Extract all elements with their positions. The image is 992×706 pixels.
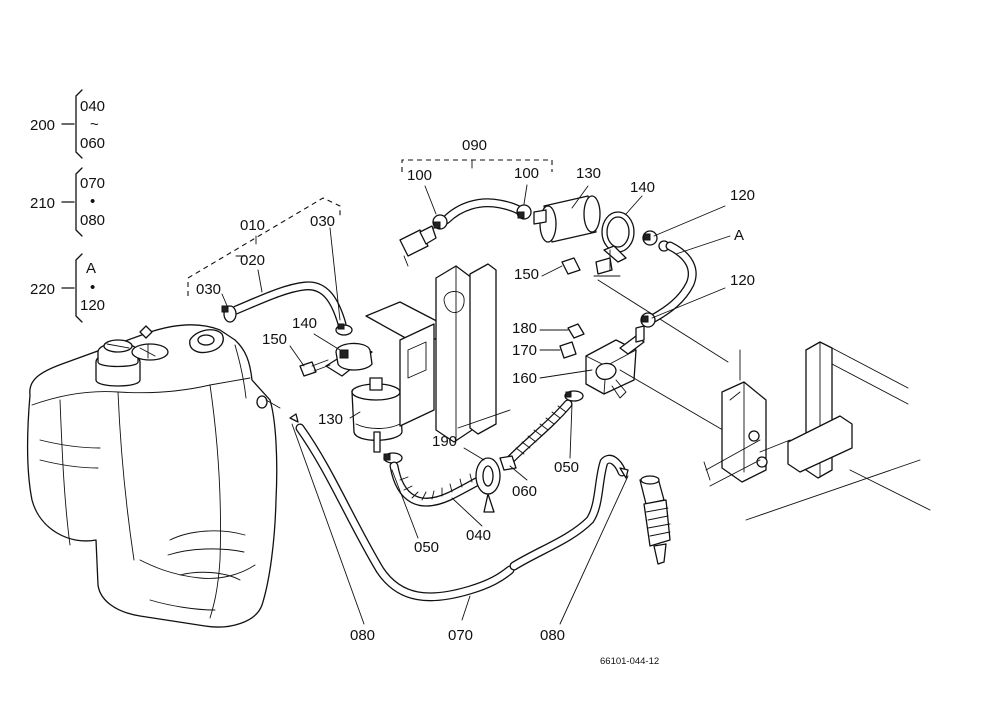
callout-100-left: 100 — [407, 167, 432, 184]
bolt-150-upper — [561, 257, 581, 275]
frame-right — [703, 341, 931, 521]
callout-140-upper: 140 — [630, 179, 655, 196]
fuel-filter-130-upper — [533, 195, 601, 243]
legend-210-last: 080 — [80, 212, 105, 229]
callout-190: 190 — [432, 433, 457, 450]
leader-lines — [221, 184, 731, 625]
callout-labels: 010 020 030 030 090 100 100 130 140 120 … — [196, 137, 755, 667]
legend-220-last: 120 — [80, 297, 105, 314]
legend-210-label: 210 — [30, 195, 55, 212]
callout-070: 070 — [448, 627, 473, 644]
injection-nozzle — [639, 475, 671, 565]
legend-200-label: 200 — [30, 117, 55, 134]
fuel-hose-060-corrugated — [499, 390, 584, 471]
callout-140-lower: 140 — [292, 315, 317, 332]
fitting-left-top — [399, 225, 437, 267]
callout-150-upper: 150 — [514, 266, 539, 283]
fuel-tank — [26, 324, 278, 628]
fitting-170 — [559, 341, 577, 359]
hose-clamp-100-right — [516, 204, 532, 220]
legend-210-sep: • — [90, 193, 95, 210]
callout-080-right: 080 — [540, 627, 565, 644]
legend-220-first: A — [86, 260, 96, 277]
drawing-number: 66101-044-12 — [600, 656, 659, 667]
clamp-030-left — [221, 305, 237, 323]
callout-020: 020 — [240, 252, 265, 269]
legend-210-first: 070 — [80, 175, 105, 192]
legend-200-first: 040 — [80, 98, 105, 115]
hose-clamp-100-left — [432, 214, 448, 230]
fitting-180 — [567, 323, 585, 339]
callout-090: 090 — [462, 137, 487, 154]
legend-220-label: 220 — [30, 281, 55, 298]
callout-100-right: 100 — [514, 165, 539, 182]
clamp-050-lower — [383, 452, 403, 464]
callout-010: 010 — [240, 217, 265, 234]
callout-050-right: 050 — [554, 459, 579, 476]
callout-180: 180 — [512, 320, 537, 337]
callout-130-lower: 130 — [318, 411, 343, 428]
fuel-filter-130-lower — [325, 342, 403, 453]
callout-160: 160 — [512, 370, 537, 387]
callout-060: 060 — [512, 483, 537, 500]
grommet-190 — [475, 457, 501, 513]
callout-170: 170 — [512, 342, 537, 359]
legend-200-last: 060 — [80, 135, 105, 152]
callout-050-left: 050 — [414, 539, 439, 556]
callout-120-lower: 120 — [730, 272, 755, 289]
bolt-150-lower — [299, 359, 331, 377]
callout-130-upper: 130 — [576, 165, 601, 182]
callout-030-left: 030 — [196, 281, 221, 298]
group-090-bracket — [401, 159, 553, 172]
legend-group-210: 210 070 • 080 — [30, 167, 105, 237]
return-hose-A — [649, 241, 697, 323]
filter-mount-line — [593, 249, 621, 277]
callout-030-right: 030 — [310, 213, 335, 230]
callout-040: 040 — [466, 527, 491, 544]
filter-bracket-140-upper — [595, 211, 635, 275]
callout-A: A — [734, 227, 744, 244]
engine-mount-bracket — [597, 279, 768, 483]
hose-020 — [231, 281, 347, 329]
fuel-pipe-080-left — [256, 395, 515, 602]
callout-080-left: 080 — [350, 627, 375, 644]
clip-120-upper — [642, 230, 670, 252]
fuel-feed-pump-160 — [585, 335, 645, 399]
fuel-pipe-070-right — [509, 454, 629, 571]
center-panel — [365, 263, 511, 443]
fuel-hose-090 — [441, 198, 527, 225]
legend-group-220: 220 A • 120 — [30, 253, 105, 323]
callout-120-upper: 120 — [730, 187, 755, 204]
clip-120-lower — [635, 312, 656, 343]
callout-150-lower: 150 — [262, 331, 287, 348]
legend-220-sep: • — [90, 279, 95, 296]
group-010-bracket — [187, 197, 341, 296]
legend-group-200: 200 040 ~ 060 — [30, 89, 105, 159]
clamp-030-right — [335, 323, 353, 336]
legend-200-sep: ~ — [90, 116, 99, 133]
